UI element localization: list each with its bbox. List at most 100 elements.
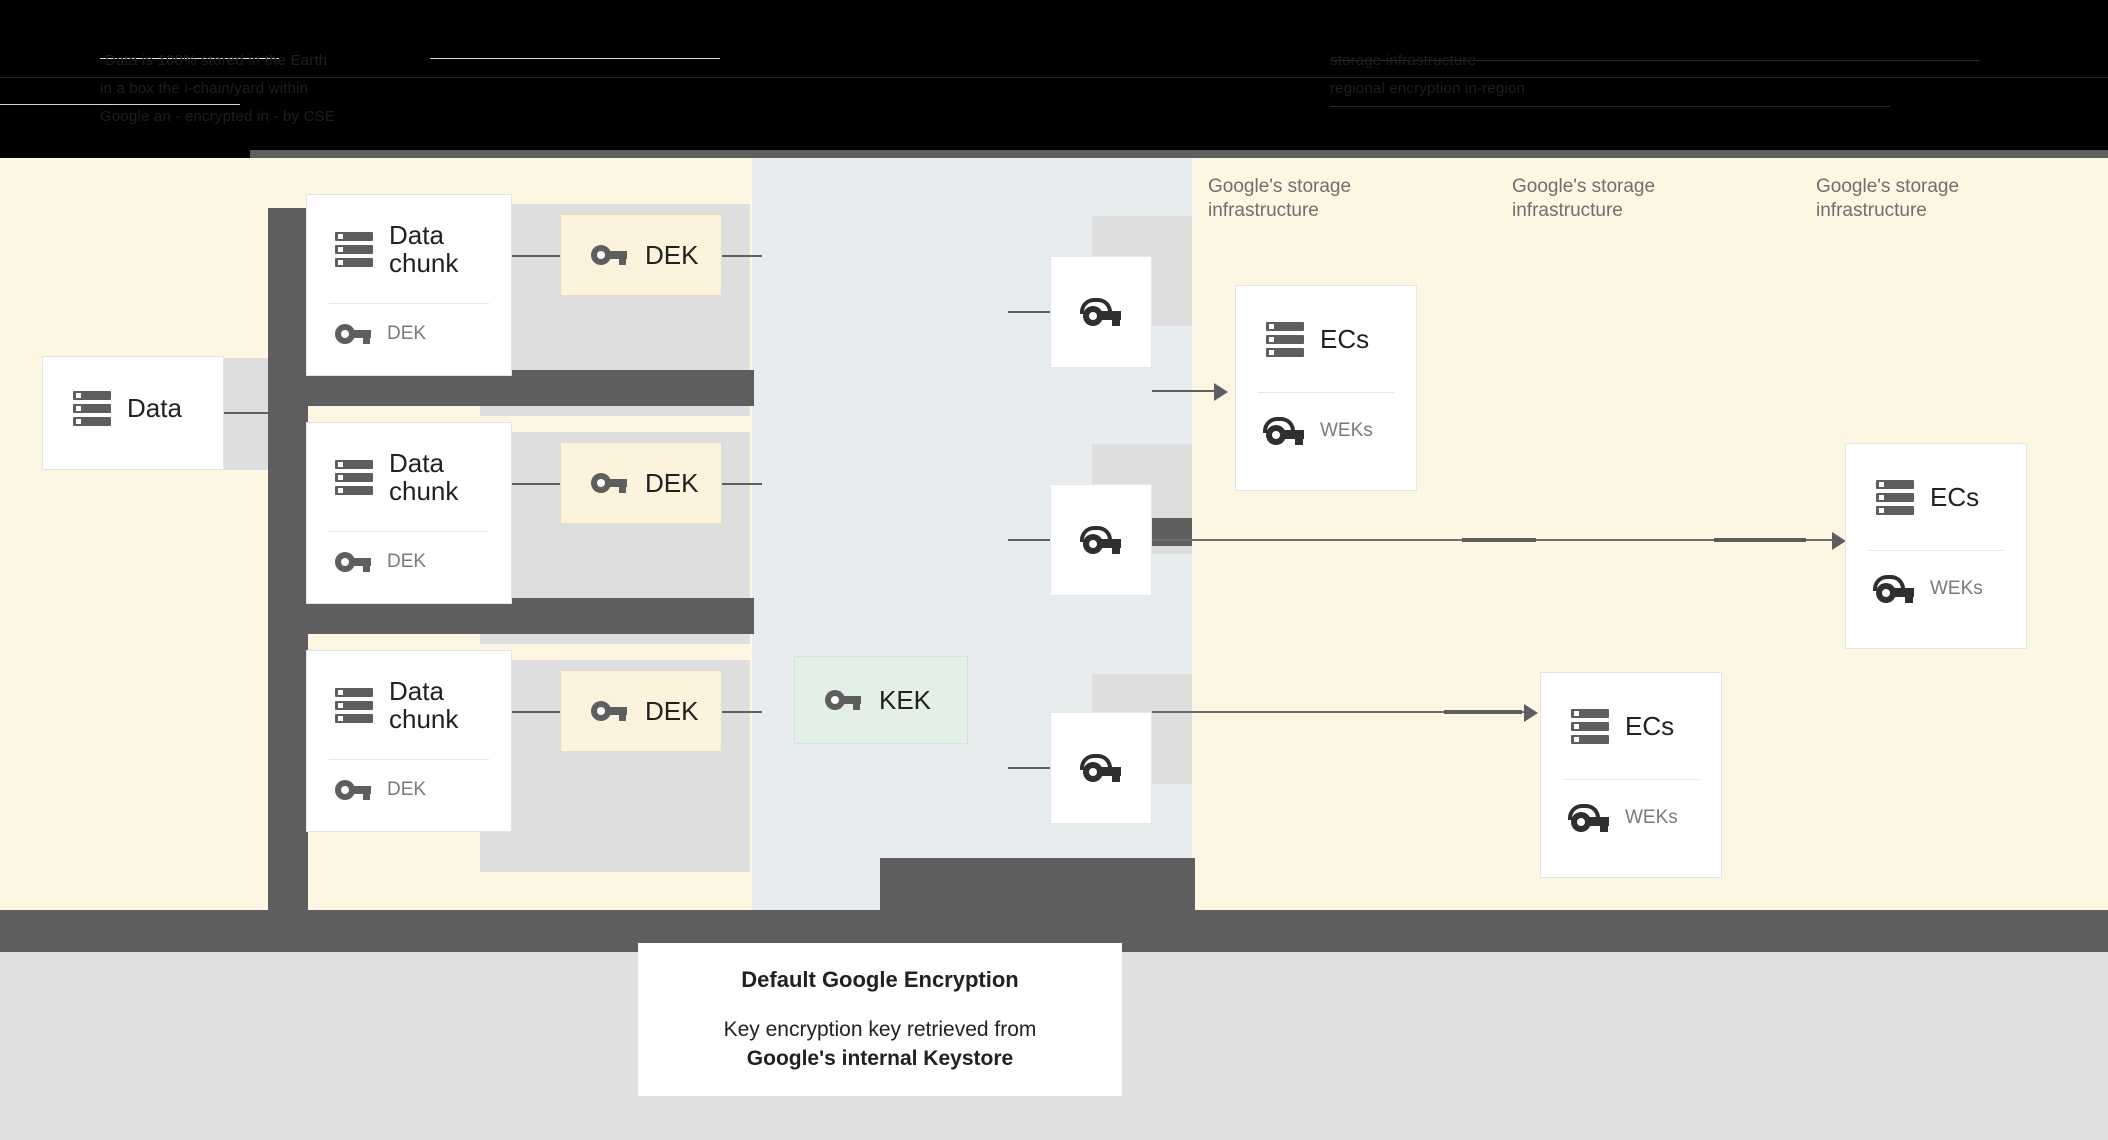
arrow-head-ec3 <box>1524 704 1538 722</box>
chunk-title-line1: Data <box>389 448 444 478</box>
dek-label: DEK <box>645 695 699 726</box>
server-stack-icon <box>335 230 373 268</box>
storage-label-line1: Google's storage <box>1512 176 1656 197</box>
chunk-title-line2: chunk <box>389 248 459 278</box>
connector-kek-wek2 <box>1008 539 1056 541</box>
connector-chunk3-dek3 <box>512 711 560 713</box>
card-ecs-3[interactable]: ECs WEKs <box>1540 672 1722 878</box>
arrow-seg-ec3 <box>1444 710 1522 714</box>
wek-tile-3[interactable] <box>1050 712 1152 824</box>
dek-box-2[interactable]: DEK <box>560 442 722 524</box>
card-ecs-1[interactable]: ECs WEKs <box>1235 285 1417 491</box>
connector-data-trunk <box>224 412 270 414</box>
arrow-line-ec1 <box>1152 390 1218 392</box>
card-data-title: Data <box>127 393 182 423</box>
header-right-line-2: regional encryption in-region <box>1330 80 1526 97</box>
kek-label: KEK <box>879 684 932 715</box>
connector-wek3-in <box>1008 767 1056 769</box>
caption-card: Default Google Encryption Key encryption… <box>638 943 1122 1096</box>
card-data-chunk-1[interactable]: Data chunk DEK <box>306 194 512 376</box>
key-icon <box>335 550 371 574</box>
ecs-title: ECs <box>1320 324 1370 354</box>
header-right-line-1: storage infrastructure <box>1330 52 1477 69</box>
card-divider <box>329 531 489 532</box>
dek-box-3[interactable]: DEK <box>560 670 722 752</box>
chunk-key-label: DEK <box>387 551 427 572</box>
chunk-title-line1: Data <box>389 220 444 250</box>
card-ecs-2[interactable]: ECs WEKs <box>1845 443 2027 649</box>
wrapped-key-icon <box>1080 526 1121 554</box>
wrapped-key-icon <box>1080 298 1121 326</box>
header-line-3: Google an - encrypted in - by CSE <box>100 108 336 125</box>
connector-chunk1-dek1 <box>512 255 560 257</box>
diagram-canvas: Data Data chunk DEK Dat <box>0 158 2108 926</box>
weks-label: WEKs <box>1625 807 1678 828</box>
server-stack-icon <box>1571 707 1609 745</box>
wrapped-key-icon <box>1080 754 1121 782</box>
connector-chunk2-dek2 <box>512 483 560 485</box>
wrapped-key-icon <box>1568 804 1609 832</box>
card-data-chunk-3[interactable]: Data chunk DEK <box>306 650 512 832</box>
storage-label-2: Google's storage infrastructure <box>1512 175 1655 223</box>
dek-box-1[interactable]: DEK <box>560 214 722 296</box>
card-divider <box>329 303 489 304</box>
arrow-head-ec1 <box>1214 383 1228 401</box>
card-divider <box>1868 550 2004 551</box>
bar-branch-2 <box>268 598 754 634</box>
header-line-2: in a box the i-chain/yard within <box>100 80 309 97</box>
caption-body-line1: Key encryption key retrieved from <box>723 1017 1037 1041</box>
wek-tile-2[interactable] <box>1050 484 1152 596</box>
chunk-title-line1: Data <box>389 676 444 706</box>
arrow-seg-ec2-a <box>1462 538 1536 542</box>
storage-label-line1: Google's storage <box>1208 176 1352 197</box>
storage-label-3: Google's storage infrastructure <box>1816 175 1959 223</box>
key-icon <box>591 243 627 267</box>
connector-dek1-zone <box>722 255 762 257</box>
chunk-key-label: DEK <box>387 779 427 800</box>
arrow-seg-ec2-b <box>1714 538 1806 542</box>
connector-dek3-zone <box>722 711 762 713</box>
key-icon <box>335 778 371 802</box>
server-stack-icon <box>335 458 373 496</box>
card-divider <box>1258 392 1394 393</box>
arrow-line-ec3 <box>1152 711 1532 713</box>
bar-vertical-trunk <box>268 208 308 926</box>
key-icon <box>335 322 371 346</box>
connector-dek2-zone <box>722 483 762 485</box>
bar-branch-1 <box>268 370 754 406</box>
card-data[interactable]: Data <box>42 356 224 470</box>
arrow-head-ec2 <box>1832 532 1846 550</box>
key-icon <box>825 688 861 712</box>
server-stack-icon <box>335 686 373 724</box>
storage-label-line2: infrastructure <box>1208 200 1319 221</box>
weks-label: WEKs <box>1930 578 1983 599</box>
storage-label-line2: infrastructure <box>1512 200 1623 221</box>
key-icon <box>591 699 627 723</box>
kek-box[interactable]: KEK <box>794 656 968 744</box>
key-icon <box>591 471 627 495</box>
dek-label: DEK <box>645 467 699 498</box>
caption-body: Key encryption key retrieved from Google… <box>724 1015 1037 1073</box>
weks-label: WEKs <box>1320 420 1373 441</box>
wrapped-key-icon <box>1263 417 1304 445</box>
bar-mid-bottom <box>880 858 1195 910</box>
chunk-key-label: DEK <box>387 323 427 344</box>
chunk-title-line2: chunk <box>389 476 459 506</box>
header-line-1: Data is 100% stored in the Earth <box>105 52 328 69</box>
wek-tile-1[interactable] <box>1050 256 1152 368</box>
connector-wek1-in <box>1008 311 1056 313</box>
header-bottom-strip <box>250 150 2108 158</box>
dek-label: DEK <box>645 239 699 270</box>
card-data-chunk-2[interactable]: Data chunk DEK <box>306 422 512 604</box>
chunk-title-line2: chunk <box>389 704 459 734</box>
ecs-title: ECs <box>1930 482 1980 512</box>
caption-title: Default Google Encryption <box>741 966 1019 992</box>
card-divider <box>1563 779 1699 780</box>
caption-body-line2: Google's internal Keystore <box>746 1046 1014 1070</box>
server-stack-icon <box>1876 478 1914 516</box>
storage-label-1: Google's storage infrastructure <box>1208 175 1351 223</box>
wrapped-key-icon <box>1873 575 1914 603</box>
card-chunk-title: Data chunk <box>389 449 458 505</box>
storage-label-line2: infrastructure <box>1816 200 1927 221</box>
